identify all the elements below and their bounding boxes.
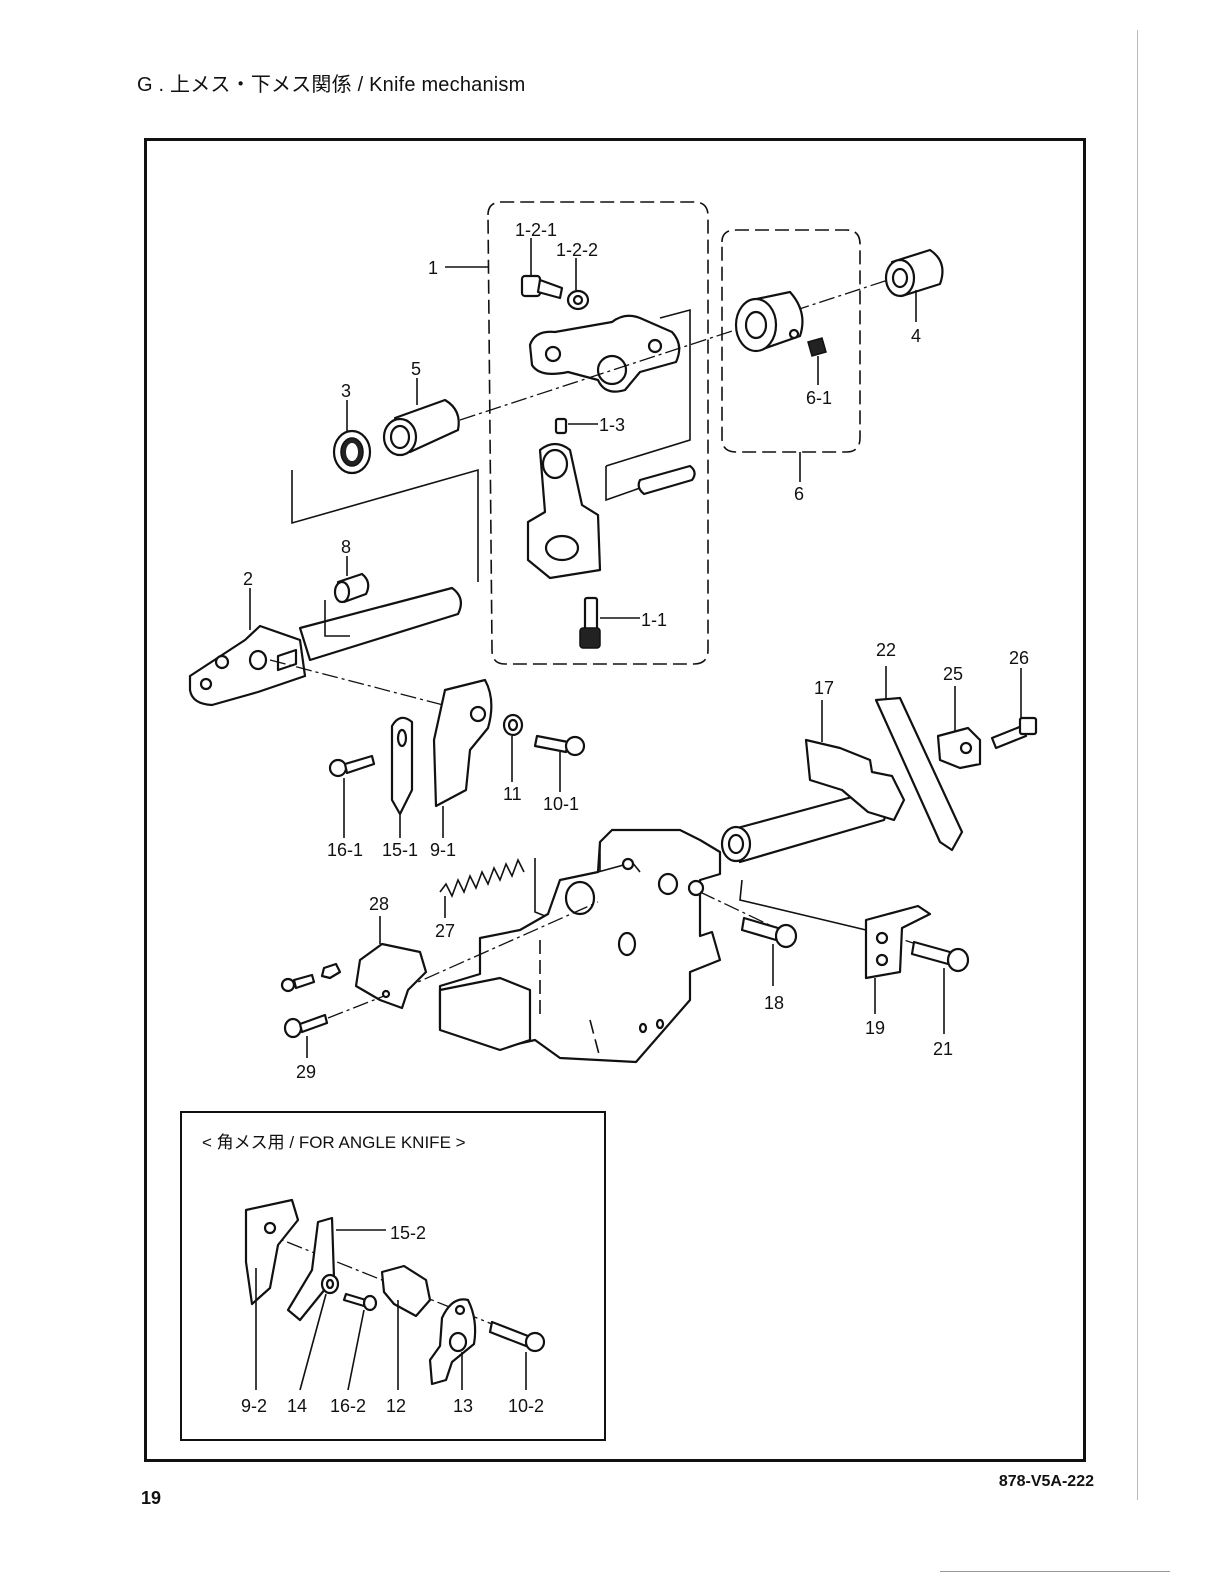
inset-plate-13	[430, 1299, 475, 1390]
label-4: 4	[911, 326, 921, 346]
label-13: 13	[453, 1396, 473, 1416]
washer-11	[504, 715, 522, 782]
label-6: 6	[794, 484, 804, 504]
bushing-5	[384, 378, 459, 455]
bracket-line-2	[292, 470, 478, 582]
label-1-2-1: 1-2-1	[515, 220, 557, 240]
label-28: 28	[369, 894, 389, 914]
label-12: 12	[386, 1396, 406, 1416]
label-15-1: 15-1	[382, 840, 418, 860]
clamp-body	[530, 316, 679, 392]
label-16-2: 16-2	[330, 1396, 366, 1416]
label-3: 3	[341, 381, 351, 401]
label-11: 11	[503, 784, 522, 804]
washer-1-2-2	[568, 258, 588, 309]
label-10-1: 10-1	[543, 794, 579, 814]
setscrew-6-1	[808, 338, 826, 385]
label-1-1: 1-1	[641, 610, 667, 630]
connecting-rod	[528, 444, 600, 578]
group-1-outline	[488, 202, 708, 664]
bracket-28	[356, 916, 426, 1008]
label-9-2: 9-2	[241, 1396, 267, 1416]
shaft-17	[722, 700, 904, 862]
label-15-2: 15-2	[390, 1223, 426, 1243]
label-27: 27	[435, 921, 455, 941]
label-17: 17	[814, 678, 834, 698]
inset-title: < 角メス用 / FOR ANGLE KNIFE >	[202, 1133, 466, 1152]
knife-holder-9-1	[434, 680, 491, 838]
screw-18	[742, 918, 796, 986]
label-25: 25	[943, 664, 963, 684]
main-body	[440, 830, 720, 1062]
label-1-3: 1-3	[599, 415, 625, 435]
oil-seal-3	[334, 400, 370, 473]
inset-screw-16-2	[344, 1294, 376, 1390]
upper-knife-15-1	[392, 718, 412, 838]
screw-29	[285, 996, 384, 1058]
screw-and-nut	[282, 964, 340, 991]
cap-4	[886, 250, 942, 322]
label-2: 2	[243, 569, 253, 589]
inset-block-12	[382, 1266, 430, 1390]
label-8: 8	[341, 537, 351, 557]
document-code: 878-V5A-222	[999, 1473, 1094, 1491]
block-25	[938, 686, 980, 768]
label-6-1: 6-1	[806, 388, 832, 408]
screw-1-1	[580, 598, 640, 648]
plate-19	[866, 906, 930, 1014]
screw-21	[912, 942, 968, 1034]
label-26: 26	[1009, 648, 1029, 668]
label-1-2-2: 1-2-2	[556, 240, 598, 260]
screw-10-1	[535, 736, 584, 792]
setscrew-1-3	[556, 419, 598, 433]
label-29: 29	[296, 1062, 316, 1082]
label-18: 18	[764, 993, 784, 1013]
axis-2-to-9	[270, 660, 470, 712]
label-14: 14	[287, 1396, 307, 1416]
screw-26	[992, 668, 1036, 748]
label-21: 21	[933, 1039, 953, 1059]
label-9-1: 9-1	[430, 840, 456, 860]
label-19: 19	[865, 1018, 885, 1038]
label-16-1: 16-1	[327, 840, 363, 860]
screw-16-1	[330, 756, 374, 838]
label-1: 1	[428, 258, 438, 278]
label-5: 5	[411, 359, 421, 379]
collar-6	[736, 292, 802, 351]
bottom-rule	[940, 1571, 1170, 1572]
label-22: 22	[876, 640, 896, 660]
inset-screw-10-2	[490, 1322, 544, 1390]
label-10-2: 10-2	[508, 1396, 544, 1416]
inset-knife-holder-9-2	[246, 1200, 298, 1390]
page-number: 19	[141, 1488, 161, 1509]
